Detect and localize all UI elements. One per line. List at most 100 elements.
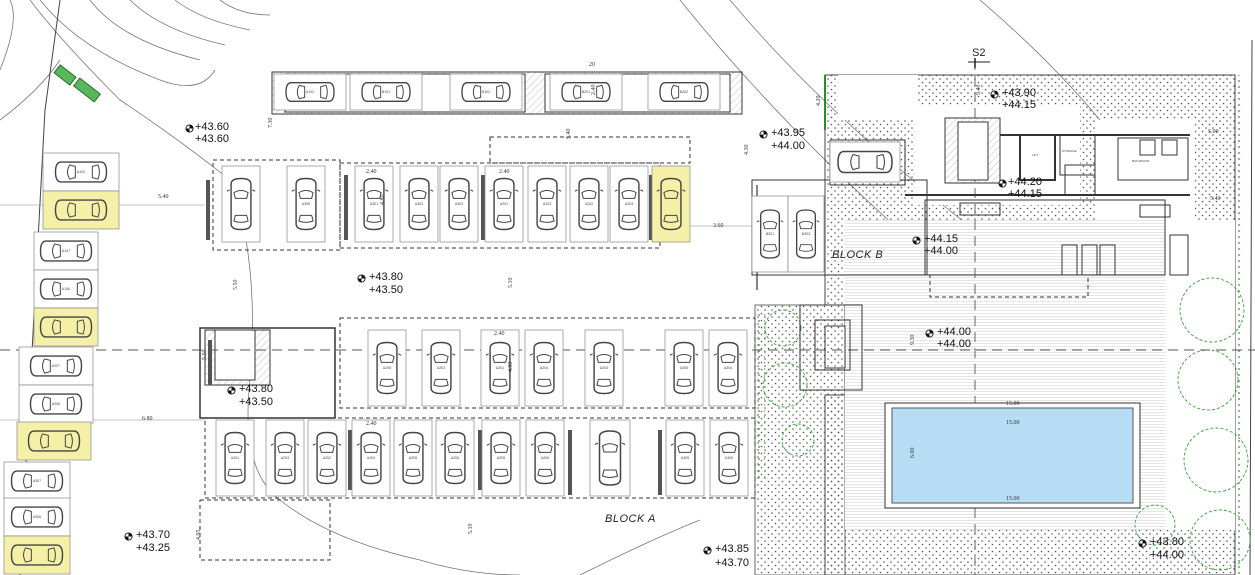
parking-space [16, 421, 92, 461]
dim-495: 4.95 [196, 530, 202, 541]
dim-480-b: 4.80 [508, 362, 514, 373]
parking-space [221, 165, 261, 243]
space-label: A201 [500, 202, 508, 206]
space-label: A206 [52, 402, 60, 406]
level-marker: +43.60+43.60 [185, 121, 229, 145]
middle-row-spaces: A205 A202 A201 A204 A203 A305 A304 [367, 329, 748, 407]
section-marker-s2: S2 [972, 47, 985, 59]
dim-240-c: 2.40 [494, 331, 505, 337]
space-label: A304 [724, 366, 732, 370]
dim-730: 7.30 [268, 118, 274, 129]
level-annotations: +43.60+43.60 +43.80+43.50 +43.80+43.50 +… [124, 87, 1184, 569]
space-label: A306 [725, 456, 733, 460]
space-label: A302 [415, 202, 423, 206]
bathroom-label: BATHROOM [1132, 159, 1150, 163]
level-marker: +43.80+44.00 [1138, 536, 1184, 561]
parking-space: A206 [525, 419, 565, 497]
space-label: A102 [306, 90, 314, 94]
level-marker: +44.15+44.00 [912, 233, 958, 257]
parking-space: A201 [480, 329, 520, 407]
dim-240-b: 2.40 [499, 169, 510, 175]
parking-space [42, 190, 120, 230]
parking-space: A201 [484, 165, 524, 243]
space-label: A102 [77, 170, 85, 174]
dim-240-d: 2.40 [366, 421, 377, 427]
svg-text:+44.15: +44.15 [1008, 188, 1042, 200]
space-label: A303 [455, 202, 463, 206]
block-b-label: BLOCK B [832, 249, 883, 261]
parking-space: A201 [215, 419, 255, 497]
level-marker: +43.70+43.25 [124, 529, 170, 554]
parking-space: A206 [435, 419, 475, 497]
level-marker: +43.80+43.50 [227, 383, 273, 408]
dim-20: 20 [589, 62, 595, 68]
dim-420: 4.20 [816, 96, 822, 107]
parking-space: B101 [349, 73, 423, 111]
dim-500: 5.00 [1208, 129, 1219, 135]
space-label: A305 [680, 366, 688, 370]
svg-text:+43.60: +43.60 [195, 121, 229, 133]
dim-510-a: 5.10 [508, 278, 514, 289]
block-b-building [829, 117, 1190, 276]
space-label: A203 [600, 366, 608, 370]
space-label: A305 [681, 456, 689, 460]
dim-600: 6.00 [910, 448, 916, 459]
trees [762, 277, 1251, 571]
parking-space: A205 [393, 419, 433, 497]
svg-text:+44.00: +44.00 [924, 245, 958, 257]
svg-text:+43.60: +43.60 [195, 133, 229, 145]
svg-text:+43.95: +43.95 [771, 127, 805, 139]
dim-1500-c: 15.00 [1006, 496, 1020, 502]
level-marker: +43.90+44.15 [990, 87, 1036, 111]
parking-space: A306 [3, 497, 71, 537]
space-label: A107 [62, 249, 70, 253]
space-label: A205 [383, 366, 391, 370]
dim-240-e: 2.40 [591, 85, 597, 96]
parking-space: B201 [549, 73, 623, 111]
svg-text:+43.50: +43.50 [239, 396, 273, 408]
space-label: A202 [323, 456, 331, 460]
svg-text:+43.80: +43.80 [1150, 536, 1184, 548]
dim-680: 6.80 [142, 416, 153, 422]
parking-space: A203 [527, 165, 567, 243]
space-label: A206 [451, 456, 459, 460]
svg-text:+43.70: +43.70 [136, 529, 170, 541]
level-marker: +43.85+43.70 [703, 543, 749, 569]
svg-text:+43.25: +43.25 [136, 542, 170, 554]
svg-text:+44.00: +44.00 [937, 338, 971, 350]
space-label: A202 [437, 366, 445, 370]
space-label: B201 [582, 90, 590, 94]
dim-240-a: 2.40 [366, 169, 377, 175]
parking-space: B301 [751, 195, 789, 273]
parking-space: A202 [307, 419, 347, 497]
parking-space: A207 [18, 346, 94, 386]
dim-430: 4.30 [744, 145, 750, 156]
parking-space: A204 [524, 329, 564, 407]
space-label: A305 [302, 202, 310, 206]
parking-space: B102 [449, 73, 523, 111]
space-label: A106 [62, 287, 70, 291]
planting-strip [53, 64, 102, 103]
space-label: A201 [496, 366, 504, 370]
parking-space [829, 141, 901, 183]
space-label: B102 [482, 90, 490, 94]
dim-1500-b: 15.00 [1006, 420, 1020, 426]
svg-text:+44.15: +44.15 [1002, 99, 1036, 111]
space-label: A204 [367, 456, 375, 460]
dim-1500-a: 15.00 [1006, 401, 1020, 407]
svg-text:+43.85: +43.85 [715, 543, 749, 555]
svg-text:+43.80: +43.80 [369, 271, 403, 283]
space-label: B301 [766, 232, 774, 236]
parking-space: A303 [439, 165, 479, 243]
parking-space: A301 [354, 165, 394, 243]
space-label: A207 [52, 364, 60, 368]
level-marker: +43.80+43.50 [357, 271, 403, 296]
swimming-pool [884, 402, 1141, 509]
space-label: A205 [497, 456, 505, 460]
parking-space: A302 [399, 165, 439, 243]
pool-deck-features [799, 304, 863, 391]
